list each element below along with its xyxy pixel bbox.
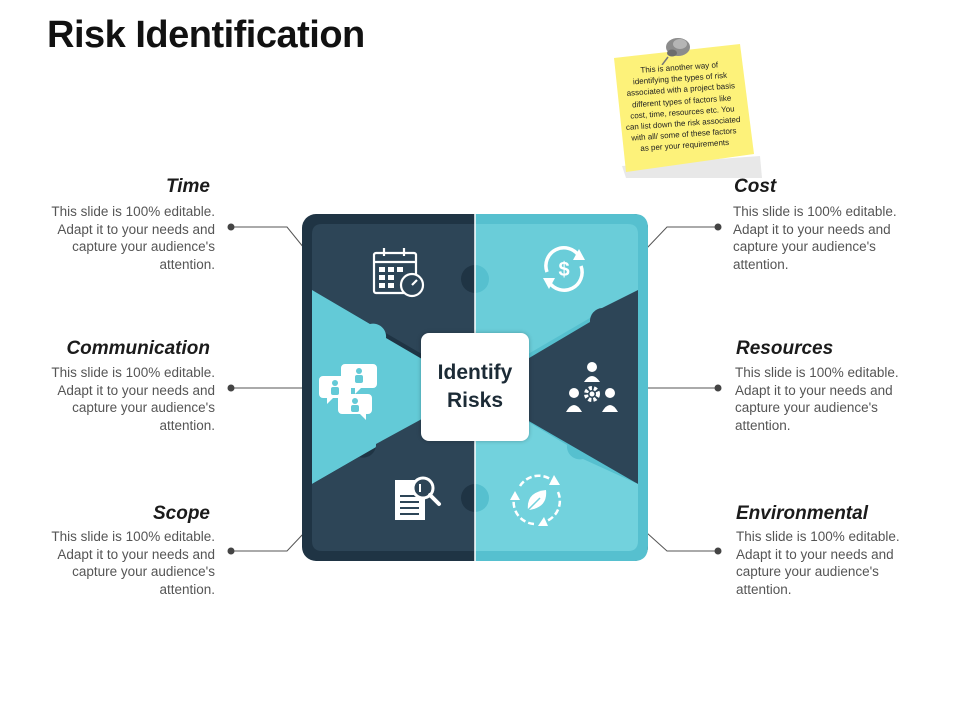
center-title-line1: Identify <box>437 361 513 384</box>
category-description-resources: This slide is 100% editable. Adapt it to… <box>735 365 899 433</box>
category-description-communication: This slide is 100% editable. Adapt it to… <box>51 365 215 433</box>
category-label-cost: Cost <box>734 176 777 197</box>
puzzle-piece-communication <box>312 290 475 484</box>
category-description-environmental: This slide is 100% editable. Adapt it to… <box>736 529 900 597</box>
dollar-cycle-icon: $ <box>543 246 585 292</box>
chat-people-icon <box>319 364 377 420</box>
category-description-cost: This slide is 100% editable. Adapt it to… <box>733 204 897 272</box>
category-description-scope: This slide is 100% editable. Adapt it to… <box>51 529 215 597</box>
center-title-line2: Risks <box>446 389 504 412</box>
pushpin-icon <box>661 38 690 65</box>
connector-lines <box>231 226 718 552</box>
calendar-clock-icon <box>372 248 425 298</box>
category-description-time: This slide is 100% editable. Adapt it to… <box>51 204 215 272</box>
slide-title: Risk Identification <box>47 14 365 56</box>
category-label-communication: Communication <box>66 338 210 359</box>
sticky-note <box>612 38 772 178</box>
category-label-time: Time <box>165 176 210 197</box>
category-label-scope: Scope <box>152 503 210 524</box>
category-label-resources: Resources <box>736 338 834 359</box>
identify-risks-box: Identify Risks <box>421 333 529 441</box>
connector-dots <box>227 223 722 555</box>
svg-text:$: $ <box>558 259 569 281</box>
puzzle-piece-resources <box>475 290 638 484</box>
category-label-environmental: Environmental <box>736 503 868 524</box>
team-gear-icon <box>566 362 618 412</box>
leaf-recycle-icon <box>510 474 562 526</box>
document-search-icon <box>395 476 441 520</box>
